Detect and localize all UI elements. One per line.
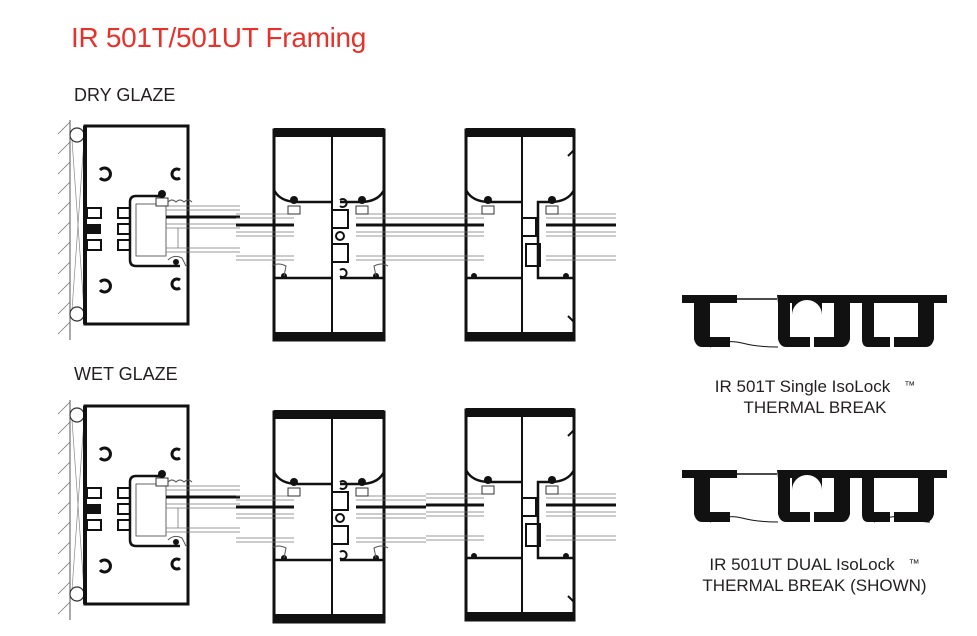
dual-isolock-title: IR 501UT DUAL IsoLock bbox=[709, 555, 895, 574]
page-title: IR 501T/501UT Framing bbox=[71, 22, 367, 53]
section-label-wet-glaze: WET GLAZE bbox=[74, 364, 178, 384]
single-isolock-subtitle: THERMAL BREAK bbox=[743, 398, 887, 417]
single-isolock-profile bbox=[681, 294, 948, 348]
trademark-symbol: ™ bbox=[908, 558, 920, 570]
dual-isolock-profile bbox=[681, 469, 948, 523]
dry-glaze-jamb-detail bbox=[56, 118, 242, 342]
wet-glaze-jamb-detail bbox=[56, 398, 242, 622]
dual-isolock-subtitle: THERMAL BREAK (SHOWN) bbox=[702, 576, 927, 595]
section-label-dry-glaze: DRY GLAZE bbox=[74, 85, 176, 105]
single-isolock-title: IR 501T Single IsoLock bbox=[714, 377, 891, 396]
trademark-symbol: ™ bbox=[904, 380, 916, 392]
single-isolock-caption: IR 501T Single IsoLock ™ THERMAL BREAK bbox=[680, 376, 950, 418]
dry-glaze-mullion-detail bbox=[234, 126, 428, 343]
dry-glaze-offset-mullion-detail bbox=[424, 126, 618, 343]
dual-isolock-caption: IR 501UT DUAL IsoLock ™ THERMAL BREAK (SH… bbox=[672, 554, 957, 596]
wet-glaze-offset-mullion-detail bbox=[424, 406, 618, 623]
wet-glaze-mullion-detail bbox=[234, 408, 428, 625]
